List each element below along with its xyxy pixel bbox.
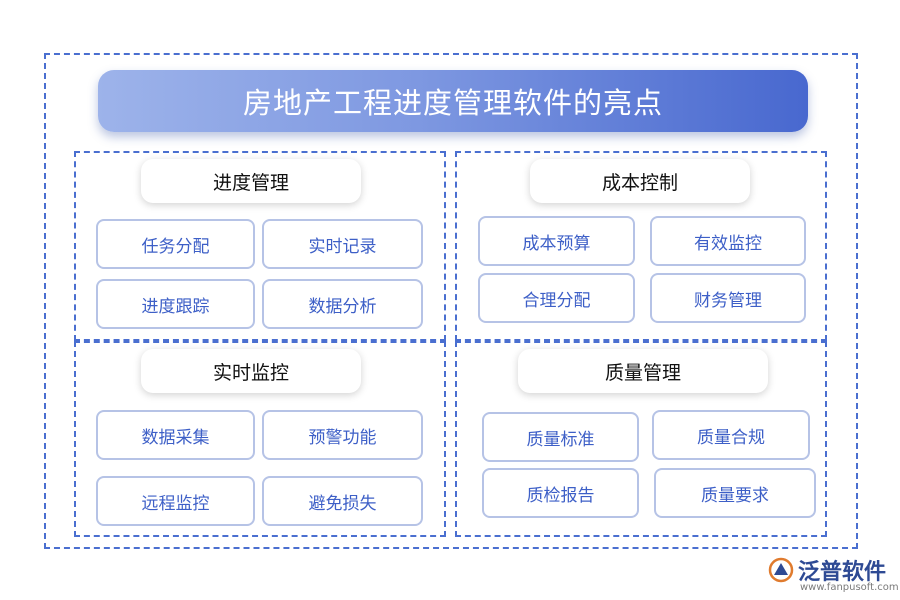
brand-url: www.fanpusoft.com [800,582,899,593]
item-quality-standard: 质量标准 [482,412,639,462]
section-realtime-monitoring [74,341,446,537]
diagram-frame [44,53,858,549]
item-task-allocation: 任务分配 [96,219,255,269]
item-progress-tracking: 进度跟踪 [96,279,255,329]
item-quality-report: 质检报告 [482,468,639,518]
section-title-cost-control: 成本控制 [530,159,750,203]
item-quality-requirement: 质量要求 [654,468,816,518]
item-data-collection: 数据采集 [96,410,255,460]
brand-name: 泛普软件 [798,560,887,585]
item-quality-compliance: 质量合规 [652,410,810,460]
item-avoid-loss: 避免损失 [262,476,423,526]
section-cost-control [455,151,827,341]
item-cost-budget: 成本预算 [478,216,635,266]
section-progress-management [74,151,446,341]
section-quality-management [455,341,827,537]
item-realtime-record: 实时记录 [262,219,423,269]
item-remote-monitoring: 远程监控 [96,476,255,526]
item-financial-management: 财务管理 [650,273,806,323]
section-title-realtime-monitoring: 实时监控 [141,349,361,393]
item-effective-monitoring: 有效监控 [650,216,806,266]
item-warning-function: 预警功能 [262,410,423,460]
section-title-quality-management: 质量管理 [518,349,768,393]
diagram-title: 房地产工程进度管理软件的亮点 [98,70,808,132]
section-title-progress-management: 进度管理 [141,159,361,203]
item-data-analysis: 数据分析 [262,279,423,329]
brand-logo-icon [768,557,794,583]
brand-watermark: 泛普软件 [768,554,886,586]
item-reasonable-allocation: 合理分配 [478,273,635,323]
